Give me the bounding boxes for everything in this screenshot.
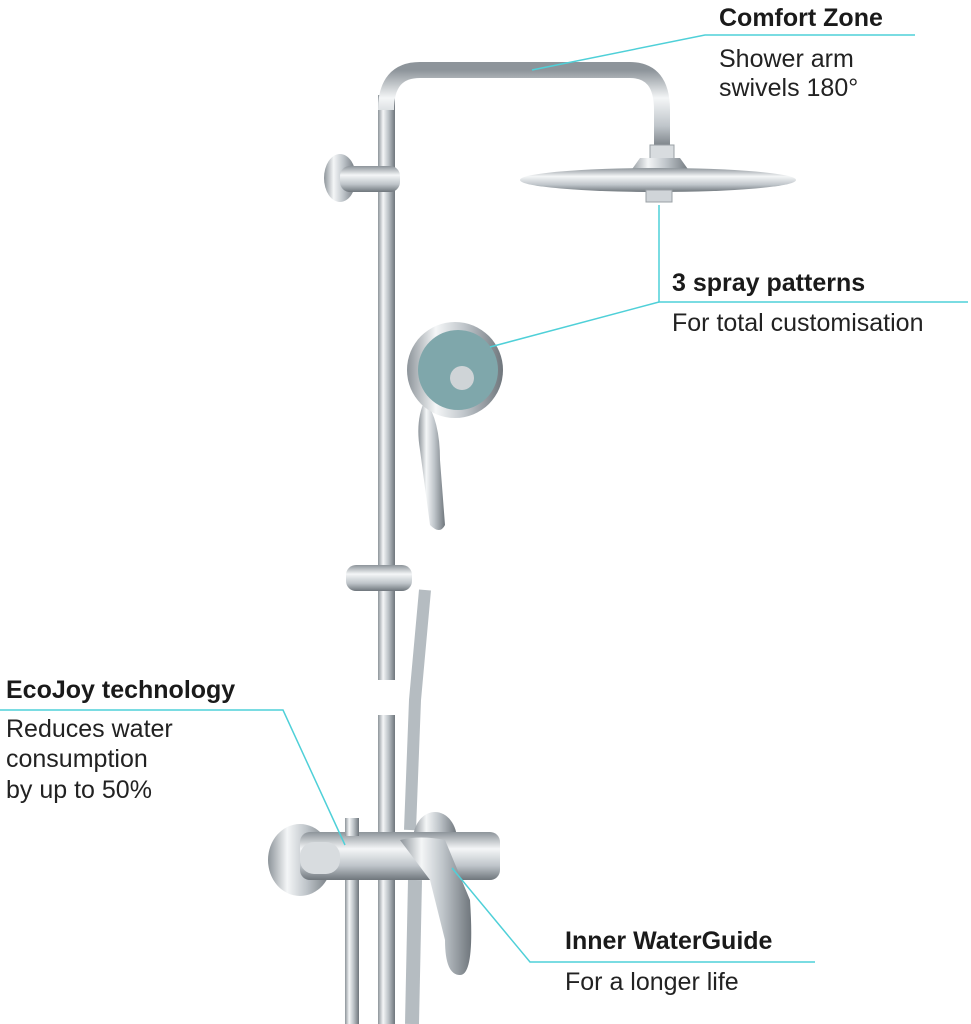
callout-title-waterguide: Inner WaterGuide xyxy=(565,927,773,955)
shower-rail xyxy=(378,62,675,1024)
callout-text-waterguide: For a longer life xyxy=(565,968,739,996)
mixer xyxy=(268,812,500,975)
callout-text-ecojoy-1: Reduces water xyxy=(6,715,173,743)
hose xyxy=(345,589,431,1024)
callout-text-ecojoy-2: consumption xyxy=(6,745,148,773)
callout-lines xyxy=(0,34,968,963)
callout-text-ecojoy-3: by up to 50% xyxy=(6,776,152,804)
callout-line-ecojoy xyxy=(0,709,346,846)
callout-line-comfort-zone xyxy=(531,34,915,71)
slider xyxy=(346,565,412,591)
overhead-shower-head xyxy=(520,158,796,203)
callout-title-spray-patterns: 3 spray patterns xyxy=(672,269,866,297)
callout-title-comfort-zone: Comfort Zone xyxy=(719,4,883,32)
callout-line-spray-patterns-hand xyxy=(489,301,660,348)
callout-line-waterguide xyxy=(451,867,815,963)
hand-shower xyxy=(407,322,503,530)
callout-text-comfort-zone-2: swivels 180° xyxy=(719,74,859,102)
wall-bracket xyxy=(324,154,400,202)
callout-text-comfort-zone-1: Shower arm xyxy=(719,45,854,73)
callout-text-spray-patterns: For total customisation xyxy=(672,309,924,337)
callout-title-ecojoy: EcoJoy technology xyxy=(6,676,236,704)
